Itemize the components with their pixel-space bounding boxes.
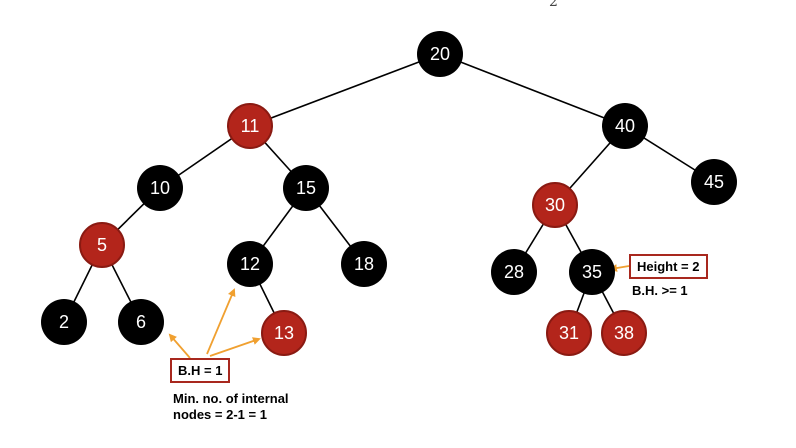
height-box: Height = 2	[629, 254, 708, 279]
arrow-to-node-12	[206, 288, 236, 355]
tree-node-5-red: 5	[79, 222, 125, 268]
black-height-box: B.H = 1	[170, 358, 231, 383]
black-height-note-text: B.H. >= 1	[632, 283, 688, 298]
tree-node-31-red: 31	[546, 310, 592, 356]
tree-node-20-black: 20	[417, 31, 463, 77]
tree-node-10-black: 10	[137, 165, 183, 211]
tree-node-12-black: 12	[227, 241, 273, 287]
min-internal-nodes-note: Min. no. of internal nodes = 2-1 = 1	[173, 391, 289, 423]
arrow-to-node-13	[209, 337, 261, 357]
tree-node-35-black: 35	[569, 249, 615, 295]
edge-20-40	[439, 53, 626, 127]
tree-node-2-black: 2	[41, 299, 87, 345]
black-height-label: B.H = 1	[178, 363, 223, 378]
tree-node-13-red: 13	[261, 310, 307, 356]
min-note-line-1: Min. no. of internal	[173, 391, 289, 406]
tree-node-45-black: 45	[691, 159, 737, 205]
height-label: Height = 2	[637, 259, 700, 274]
tree-node-6-black: 6	[118, 299, 164, 345]
tree-node-11-red: 11	[227, 103, 273, 149]
arrow-to-node-6	[168, 333, 191, 359]
min-note-line-2: nodes = 2-1 = 1	[173, 407, 267, 422]
edge-20-11	[249, 53, 441, 127]
tree-node-40-black: 40	[602, 103, 648, 149]
tree-node-15-black: 15	[283, 165, 329, 211]
black-height-note: B.H. >= 1	[632, 283, 688, 299]
tree-node-28-black: 28	[491, 249, 537, 295]
tree-node-18-black: 18	[341, 241, 387, 287]
tree-node-38-red: 38	[601, 310, 647, 356]
tree-node-30-red: 30	[532, 182, 578, 228]
top-cropped-text: 2	[549, 0, 558, 10]
